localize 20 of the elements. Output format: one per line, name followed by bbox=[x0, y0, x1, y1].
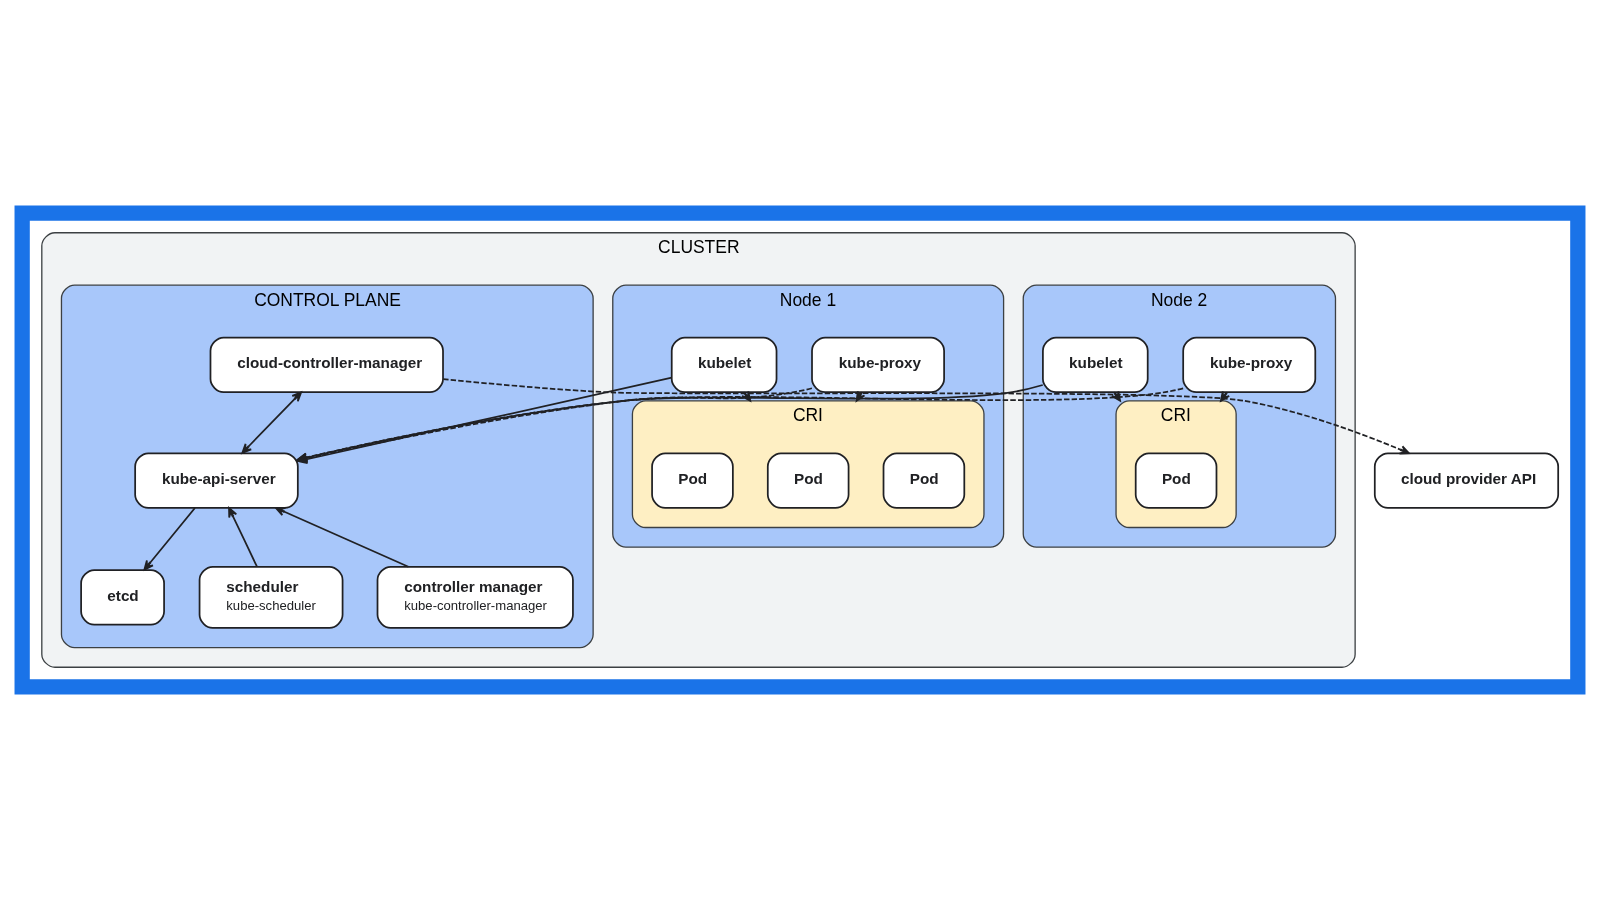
node-box: Pod bbox=[882, 452, 966, 509]
arrow bbox=[296, 387, 813, 464]
node-box: Pod bbox=[766, 452, 850, 509]
node-box: controller manager kube-controller-manager bbox=[376, 565, 574, 629]
node-box: cloud provider API bbox=[1373, 452, 1560, 509]
arrow bbox=[442, 378, 1410, 455]
node-box: cloud-controller-manager bbox=[209, 336, 444, 393]
arrow bbox=[297, 387, 1184, 463]
node-box: etcd bbox=[80, 569, 165, 626]
node-box: Pod bbox=[1134, 452, 1218, 509]
cluster bbox=[14, 205, 1586, 695]
node-box: Pod bbox=[651, 452, 734, 509]
node-box: scheduler kube-scheduler bbox=[198, 565, 344, 629]
node-box: kube-api-server bbox=[134, 452, 299, 509]
arrow bbox=[228, 507, 258, 568]
arrow bbox=[297, 376, 673, 464]
arrow bbox=[274, 507, 410, 568]
arrow bbox=[143, 507, 196, 571]
arrow bbox=[241, 391, 303, 454]
arrow bbox=[297, 384, 1044, 463]
